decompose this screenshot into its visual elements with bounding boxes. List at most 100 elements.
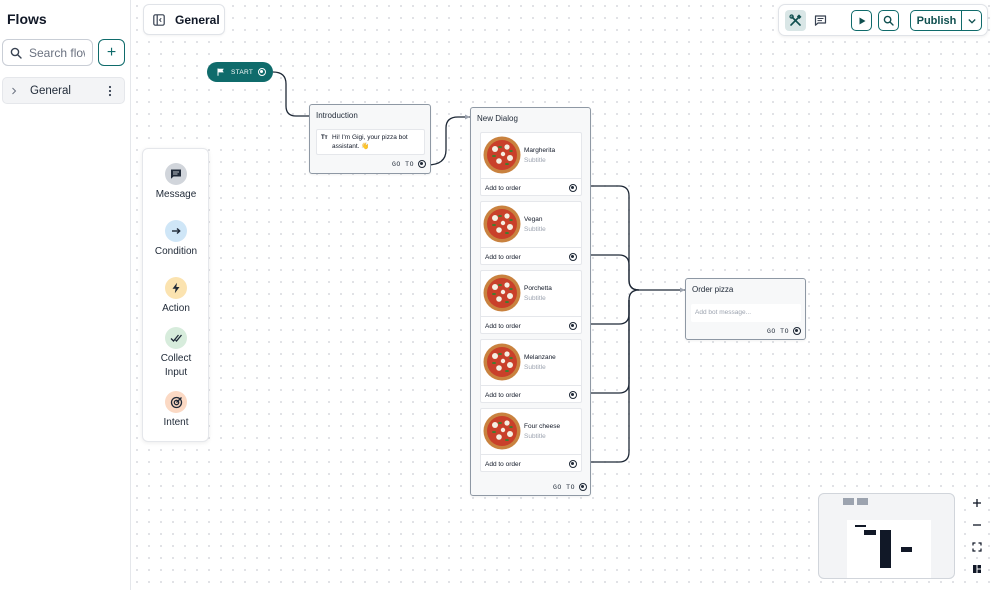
minimap-node: [855, 525, 866, 527]
palette-item-action[interactable]: Action: [143, 277, 209, 316]
tools-button[interactable]: [785, 10, 806, 31]
chat-icon: [814, 15, 827, 26]
flow-header: General: [143, 4, 225, 35]
text-type-icon: Tт: [321, 135, 328, 141]
message-icon: [165, 163, 187, 185]
search-input[interactable]: [29, 45, 85, 60]
sidebar-toggle-icon[interactable]: [153, 13, 165, 26]
minimap-node: [901, 547, 912, 552]
dialog-goto-port[interactable]: [579, 483, 587, 491]
flow-item-general[interactable]: General: [2, 77, 125, 104]
flow-item-label: General: [30, 84, 71, 97]
publish-dropdown-button[interactable]: [961, 10, 982, 31]
pizza-card-subtitle: Subtitle: [524, 295, 546, 302]
fit-view-icon: [972, 542, 982, 552]
pizza-card-subtitle: Subtitle: [524, 433, 546, 440]
pizza-image: [483, 343, 521, 381]
search-box[interactable]: [2, 39, 93, 66]
tools-icon: [789, 14, 802, 26]
minimap-node: [843, 498, 854, 505]
flag-icon: [217, 68, 224, 76]
search-flow-button[interactable]: [878, 10, 899, 31]
add-to-order-button[interactable]: Add to order: [481, 454, 581, 473]
play-icon: [859, 17, 865, 24]
sidebar: Flows + General: [0, 0, 131, 590]
layout-button[interactable]: [966, 559, 988, 579]
start-output-port[interactable]: [258, 68, 266, 76]
order-goto-port[interactable]: [793, 327, 801, 335]
add-to-order-port[interactable]: [569, 460, 577, 468]
add-to-order-button[interactable]: Add to order: [481, 316, 581, 335]
pizza-card-name: Vegan: [524, 216, 543, 223]
add-to-order-button[interactable]: Add to order: [481, 178, 581, 197]
intro-message-text: Hi! I'm Gigi, your pizza bot assistant. …: [332, 134, 408, 150]
add-to-order-port[interactable]: [569, 184, 577, 192]
more-vertical-icon[interactable]: [108, 85, 112, 97]
palette-item-collect-input[interactable]: Collect Input: [143, 327, 209, 380]
search-icon: [10, 47, 22, 59]
palette-label-collect-input: Collect Input: [160, 353, 192, 378]
pizza-image: [483, 412, 521, 450]
order-node-title: Order pizza: [692, 285, 734, 294]
intro-goto: GO TO: [392, 160, 426, 168]
publish-button[interactable]: Publish: [910, 10, 962, 31]
pizza-image: [483, 136, 521, 174]
pizza-card-subtitle: Subtitle: [524, 157, 546, 164]
order-goto: GO TO: [767, 327, 801, 335]
minimap-node: [857, 498, 868, 505]
pizza-card-name: Four cheese: [524, 423, 561, 430]
order-node[interactable]: Order pizza Add bot message... GO TO: [685, 278, 806, 340]
add-to-order-label: Add to order: [485, 184, 521, 192]
palette-item-intent[interactable]: Intent: [143, 391, 209, 430]
layout-icon: [973, 565, 981, 573]
pizza-image: [483, 205, 521, 243]
intro-goto-port[interactable]: [418, 160, 426, 168]
minimap[interactable]: [818, 493, 955, 579]
play-button[interactable]: [851, 10, 872, 31]
minimap-viewport[interactable]: [847, 520, 931, 578]
intro-node[interactable]: Introduction Tт Hi! I'm Gigi, your pizza…: [309, 104, 431, 174]
minimap-node: [864, 530, 876, 535]
chevron-down-icon: [967, 18, 976, 24]
node-palette: Message Condition Action Collect Input I…: [142, 148, 209, 442]
zoom-out-button[interactable]: [966, 515, 988, 535]
add-to-order-port[interactable]: [569, 253, 577, 261]
intro-goto-label: GO TO: [391, 160, 414, 168]
order-goto-label: GO TO: [766, 327, 789, 335]
pizza-card-subtitle: Subtitle: [524, 364, 546, 371]
add-to-order-button[interactable]: Add to order: [481, 385, 581, 404]
palette-item-message[interactable]: Message: [143, 163, 209, 202]
target-icon: [165, 391, 187, 413]
order-message-input[interactable]: Add bot message...: [691, 304, 801, 322]
pizza-card-name: Porchetta: [524, 285, 552, 292]
add-to-order-label: Add to order: [485, 253, 521, 261]
pizza-image: [483, 274, 521, 312]
lightning-icon: [165, 277, 187, 299]
add-to-order-port[interactable]: [569, 322, 577, 330]
pizza-card-subtitle: Subtitle: [524, 226, 546, 233]
add-to-order-port[interactable]: [569, 391, 577, 399]
palette-label-message: Message: [155, 189, 197, 200]
intro-node-title: Introduction: [316, 111, 358, 120]
search-icon: [883, 15, 894, 26]
fit-view-button[interactable]: [966, 537, 988, 557]
minus-icon: [973, 524, 981, 526]
add-to-order-label: Add to order: [485, 322, 521, 330]
palette-item-condition[interactable]: Condition: [143, 220, 209, 259]
add-flow-button[interactable]: +: [98, 39, 125, 66]
zoom-in-button[interactable]: [966, 493, 988, 513]
chat-button[interactable]: [810, 10, 831, 31]
start-label: START: [231, 68, 254, 76]
start-node[interactable]: START: [207, 62, 273, 82]
intro-message[interactable]: Tт Hi! I'm Gigi, your pizza bot assistan…: [316, 129, 425, 155]
pizza-card-name: Melanzane: [524, 354, 556, 361]
add-to-order-button[interactable]: Add to order: [481, 247, 581, 266]
chevron-right-icon[interactable]: [10, 87, 18, 95]
double-check-icon: [165, 327, 187, 349]
